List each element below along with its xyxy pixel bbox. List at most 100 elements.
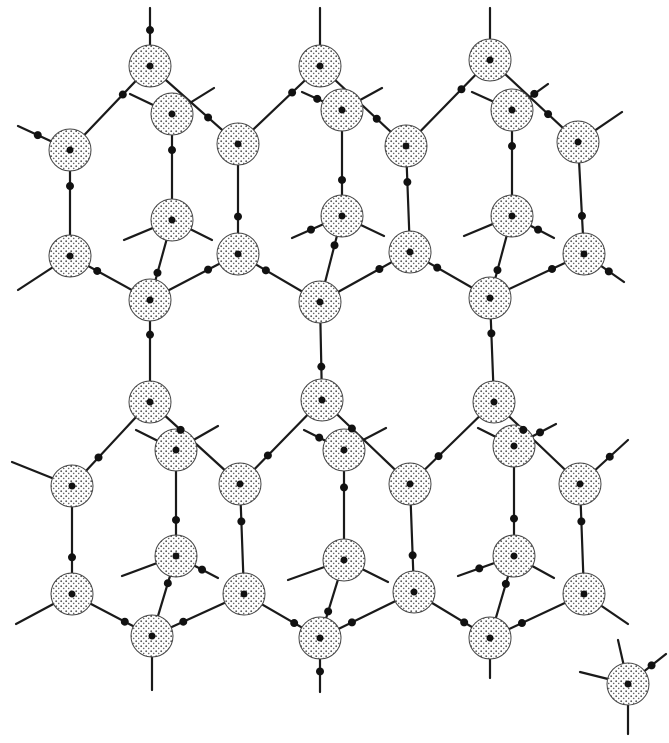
hydrogen-atom — [263, 451, 272, 460]
hydrogen-atom — [375, 265, 384, 273]
oxygen-nucleus — [338, 106, 346, 114]
oxygen-nucleus — [406, 248, 414, 256]
oxygen-nucleus — [338, 212, 346, 220]
oxygen-nucleus — [146, 398, 154, 406]
hydrogen-atom — [534, 225, 543, 234]
hydrogen-atom — [261, 266, 270, 275]
hydrogen-atom — [313, 94, 322, 103]
hydrogen-atom — [153, 268, 162, 277]
hydrogen-atom — [604, 267, 613, 276]
hydrogen-atom — [408, 551, 417, 560]
oxygen-nucleus — [168, 110, 176, 118]
hydrogen-atom — [536, 428, 545, 437]
oxygen-nucleus — [68, 482, 76, 490]
oxygen-nucleus — [486, 56, 494, 64]
hydrogen-atom — [33, 131, 42, 140]
oxygen-nucleus — [148, 632, 156, 640]
hydrogen-atom — [647, 661, 656, 670]
oxygen-nucleus — [402, 142, 410, 150]
hydrogen-atom — [338, 175, 346, 184]
hydrogen-atom — [577, 517, 586, 526]
hydrogen-atom — [487, 329, 496, 338]
hydrogen-atom — [548, 264, 557, 273]
oxygen-nucleus — [172, 552, 180, 560]
hydrogen-atom — [94, 453, 103, 462]
hydrogen-atom — [93, 266, 102, 275]
hydrogen-atom — [434, 452, 443, 461]
hydrogen-atom — [508, 142, 516, 151]
oxygen-nucleus — [410, 588, 418, 596]
hydrogen-atom — [330, 241, 339, 250]
hydrogen-atom — [68, 553, 76, 562]
hydrogen-atom — [510, 514, 518, 523]
oxygen-nucleus — [580, 250, 588, 258]
hydrogen-atom — [605, 452, 614, 461]
oxygen-nucleus — [234, 250, 242, 258]
oxygen-nucleus — [318, 396, 326, 404]
oxygen-nucleus — [508, 106, 516, 114]
oxygen-nucleus — [486, 294, 494, 302]
oxygen-nucleus — [66, 252, 74, 260]
oxygen-nucleus — [490, 398, 498, 406]
hydrogen-atom — [577, 211, 586, 220]
hydrogen-atom — [204, 113, 213, 122]
oxygen-nucleus — [510, 552, 518, 560]
hydrogen-atom — [234, 212, 242, 221]
oxygen-atoms — [48, 38, 650, 706]
hydrogen-atom — [290, 619, 299, 628]
hydrogen-atom — [517, 619, 526, 628]
hydrogen-atom — [403, 178, 412, 187]
hydrogen-atom — [168, 146, 176, 155]
oxygen-nucleus — [316, 298, 324, 306]
hydrogen-atom — [66, 182, 74, 191]
hydrogen-atoms — [33, 26, 656, 676]
hydrogen-atom — [501, 579, 510, 588]
oxygen-nucleus — [172, 446, 180, 454]
hydrogen-atom — [530, 89, 539, 98]
hydrogen-atom — [198, 565, 207, 574]
oxygen-nucleus — [406, 480, 414, 488]
oxygen-nucleus — [68, 590, 76, 598]
oxygen-nucleus — [624, 680, 632, 688]
hydrogen-atom — [372, 114, 381, 123]
hydrogen-atom — [204, 265, 213, 274]
hydrogen-atom — [307, 225, 315, 234]
hydrogen-atom — [340, 483, 348, 492]
oxygen-nucleus — [508, 212, 516, 220]
hydrogen-atom — [457, 85, 466, 94]
hydrogen-atom — [288, 88, 297, 97]
oxygen-nucleus — [66, 146, 74, 154]
oxygen-nucleus — [576, 480, 584, 488]
hydrogen-atom — [347, 618, 356, 627]
hydrogen-atom — [118, 90, 127, 99]
hydrogen-atom — [519, 425, 528, 434]
oxygen-nucleus — [340, 446, 348, 454]
oxygen-nucleus — [146, 296, 154, 304]
oxygen-nucleus — [510, 442, 518, 450]
hydrogen-atom — [172, 515, 180, 524]
oxygen-nucleus — [316, 62, 324, 70]
oxygen-nucleus — [316, 634, 324, 642]
oxygen-nucleus — [234, 140, 242, 148]
hydrogen-atom — [176, 425, 185, 434]
hydrogen-atom — [315, 433, 324, 442]
hydrogen-atom — [120, 617, 129, 626]
hydrogen-atom — [146, 26, 154, 35]
oxygen-nucleus — [340, 556, 348, 564]
oxygen-nucleus — [236, 480, 244, 488]
hydrogen-atom — [544, 110, 553, 119]
hydrogen-atom — [146, 330, 154, 339]
hydrogen-atom — [163, 579, 172, 588]
hydrogen-atom — [475, 564, 484, 573]
hydrogen-atom — [317, 362, 326, 371]
hydrogen-atom — [460, 618, 469, 627]
oxygen-nucleus — [146, 62, 154, 70]
oxygen-nucleus — [240, 590, 248, 598]
hydrogen-atom — [347, 424, 356, 433]
hydrogen-atom — [179, 617, 188, 626]
oxygen-nucleus — [580, 590, 588, 598]
hydrogen-atom — [237, 517, 246, 526]
oxygen-nucleus — [168, 216, 176, 224]
hydrogen-atom — [316, 667, 324, 676]
